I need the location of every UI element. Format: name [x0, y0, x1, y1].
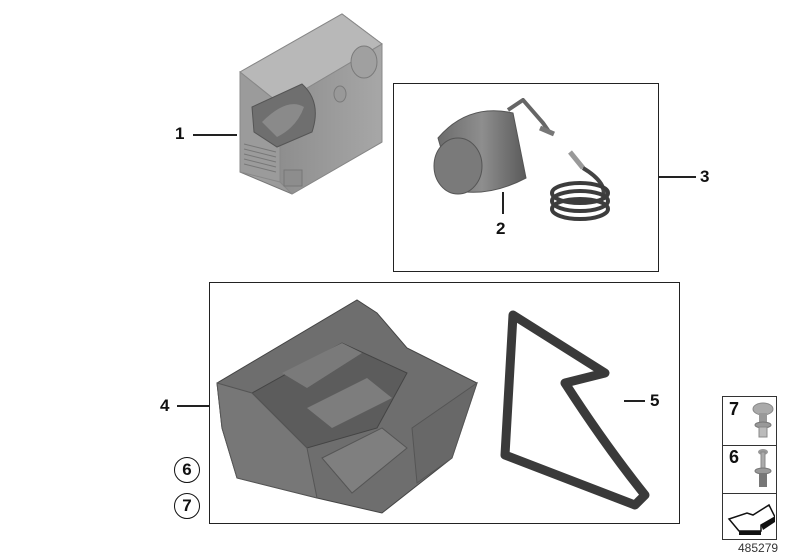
strap-illustration	[500, 310, 650, 510]
foam-insert-illustration	[216, 299, 478, 514]
leader-line-3	[658, 176, 696, 178]
reference-number: 485279	[738, 541, 779, 555]
legend-row-arrow[interactable]	[723, 493, 776, 539]
direction-arrow-icon	[727, 503, 775, 535]
legend-label-7: 7	[729, 399, 740, 419]
callout-4[interactable]: 4	[160, 396, 170, 415]
sealant-bottle-illustration	[433, 98, 555, 195]
parts-legend: 7 6	[722, 396, 777, 540]
push-rivet-icon	[752, 402, 774, 438]
leader-line-5	[624, 400, 645, 402]
callout-2[interactable]: 2	[496, 219, 506, 238]
legend-row-7[interactable]: 7	[723, 397, 776, 446]
legend-label-6: 6	[729, 447, 740, 467]
callout-3[interactable]: 3	[700, 167, 710, 186]
leader-line-1	[193, 134, 237, 136]
group-box-3	[393, 83, 659, 272]
callout-1[interactable]: 1	[175, 124, 185, 143]
circled-callout-7[interactable]: 7	[174, 493, 200, 519]
hose-illustration	[550, 150, 610, 221]
legend-row-6[interactable]: 6	[723, 445, 776, 494]
group-box-4	[209, 282, 680, 524]
leader-line-2	[502, 192, 504, 214]
circled-callout-6[interactable]: 6	[174, 457, 200, 483]
callout-5[interactable]: 5	[650, 391, 660, 410]
expanding-rivet-icon	[754, 449, 772, 487]
compressor-illustration	[239, 13, 383, 195]
leader-line-4	[177, 405, 210, 407]
